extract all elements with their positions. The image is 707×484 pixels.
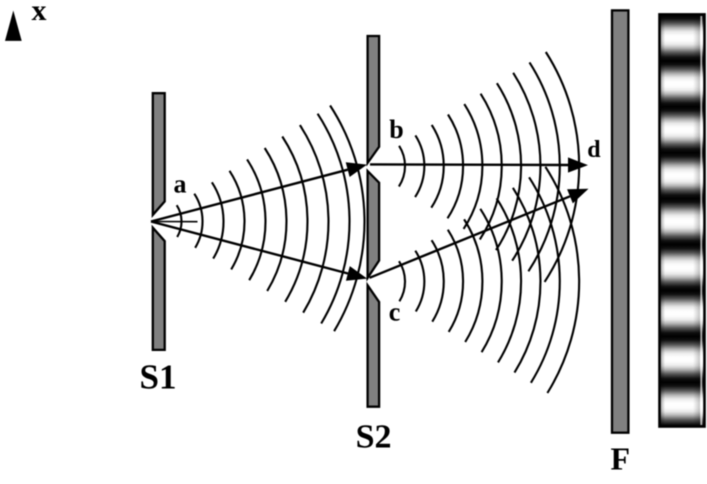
svg-text:b: b xyxy=(389,115,403,144)
svg-text:c: c xyxy=(389,298,401,327)
svg-text:S1: S1 xyxy=(140,358,177,397)
svg-text:F: F xyxy=(611,440,631,476)
svg-text:x: x xyxy=(32,0,47,27)
svg-text:d: d xyxy=(587,137,601,163)
svg-text:a: a xyxy=(174,170,187,199)
svg-text:S2: S2 xyxy=(356,419,392,456)
